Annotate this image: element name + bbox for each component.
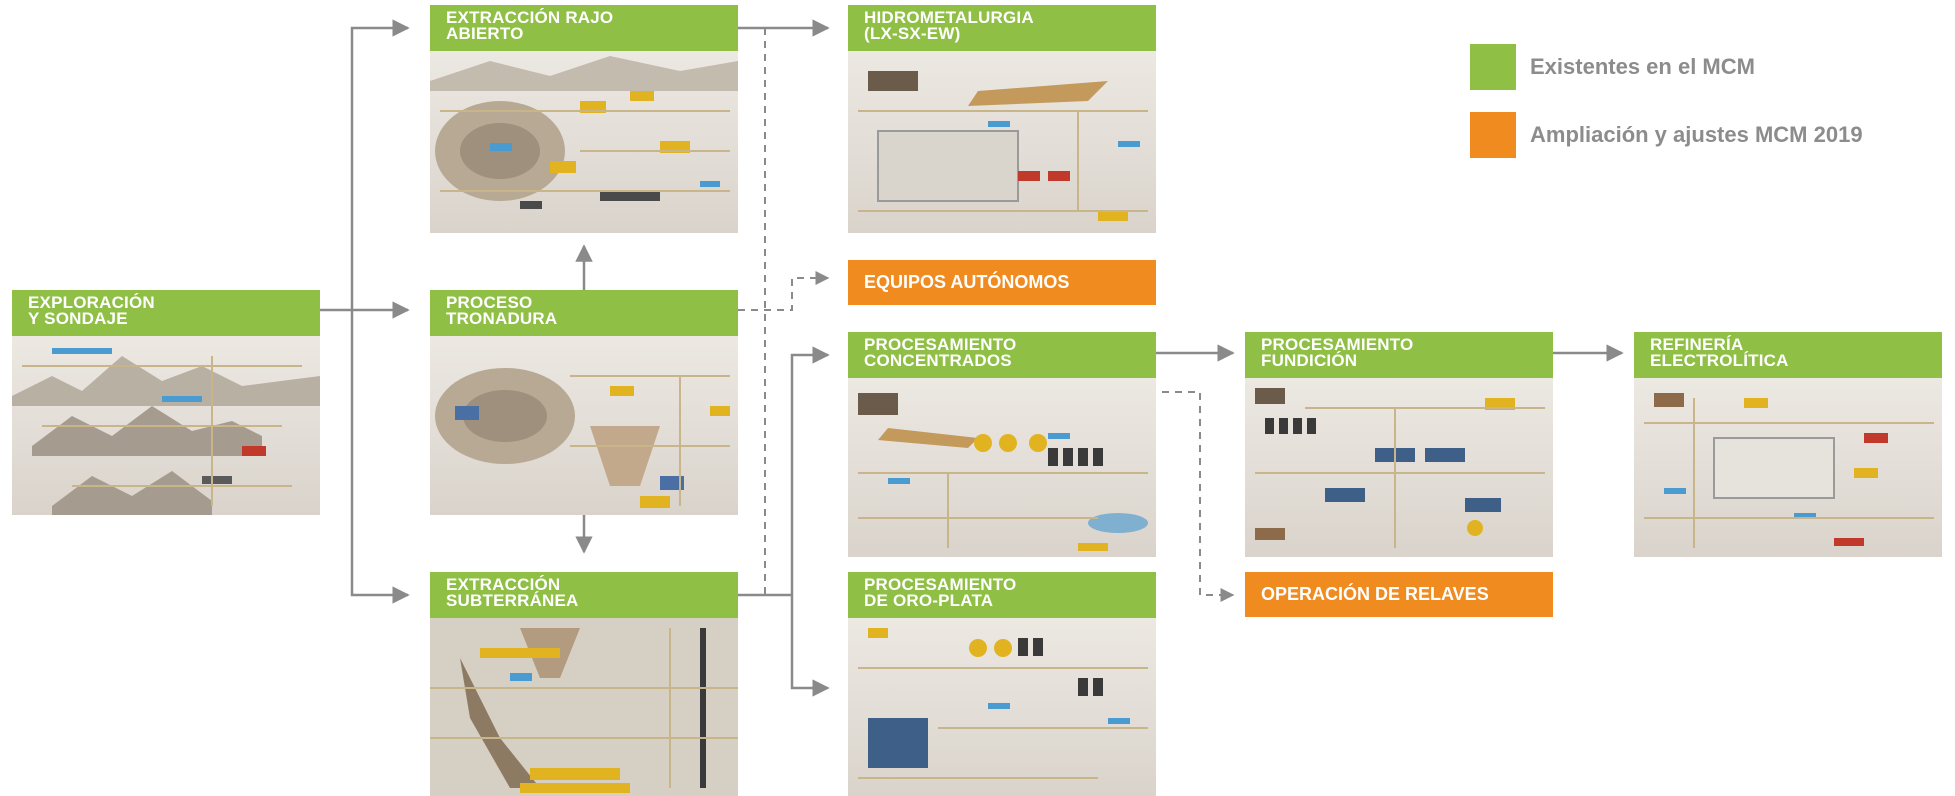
- dashed-tronadura-autonomos: [738, 271, 830, 311]
- legend-expansion: Ampliación y ajustes MCM 2019: [1470, 112, 1863, 158]
- node-hidro-illustration: [848, 51, 1156, 233]
- node-tronadura-title-1: PROCESO: [446, 293, 533, 312]
- node-tronadura-illustration: [430, 336, 738, 515]
- legend-existing: Existentes en el MCM: [1470, 44, 1755, 90]
- legend-existing-swatch: [1470, 44, 1516, 90]
- node-subterranea-illustration: [430, 618, 738, 796]
- node-concentrados-header: PROCESAMIENTO CONCENTRADOS: [848, 332, 1156, 378]
- legend-existing-label: Existentes en el MCM: [1530, 54, 1755, 79]
- node-fundicion-header: PROCESAMIENTO FUNDICIÓN: [1245, 332, 1553, 378]
- node-hidro-title-1: HIDROMETALURGIA: [864, 8, 1034, 27]
- arrow-exploracion-subterranea: [350, 310, 410, 604]
- legend-expansion-swatch: [1470, 112, 1516, 158]
- node-exploracion-title-2: Y SONDAJE: [28, 309, 128, 328]
- node-exploracion-header: EXPLORACIÓN Y SONDAJE: [12, 290, 320, 336]
- arrow-to-concentrados: [790, 346, 830, 595]
- node-rajo-header: EXTRACCIÓN RAJO ABIERTO: [430, 5, 738, 51]
- node-oroplata-title-1: PROCESAMIENTO: [864, 575, 1017, 594]
- node-fundicion[interactable]: PROCESAMIENTO FUNDICIÓN: [1245, 332, 1553, 557]
- node-fundicion-title-1: PROCESAMIENTO: [1261, 335, 1414, 354]
- node-refineria-title-2: ELECTROLÍTICA: [1650, 351, 1789, 370]
- node-exploracion-illustration: [12, 336, 320, 515]
- node-refineria-title-1: REFINERÍA: [1650, 335, 1744, 354]
- node-concentrados-title-2: CONCENTRADOS: [864, 351, 1012, 370]
- node-exploracion-title-1: EXPLORACIÓN: [28, 293, 155, 312]
- node-rajo-title-1: EXTRACCIÓN RAJO: [446, 8, 614, 27]
- node-rajo-title-2: ABIERTO: [446, 24, 524, 43]
- node-concentrados[interactable]: PROCESAMIENTO CONCENTRADOS: [848, 332, 1156, 557]
- arrow-exploracion-rajo: [350, 19, 410, 310]
- node-refineria[interactable]: REFINERÍA ELECTROLÍTICA: [1634, 332, 1942, 557]
- node-concentrados-title-1: PROCESAMIENTO: [864, 335, 1017, 354]
- node-oroplata[interactable]: PROCESAMIENTO DE ORO-PLATA: [848, 572, 1156, 796]
- node-subterranea-header: EXTRACCIÓN SUBTERRÁNEA: [430, 572, 738, 618]
- node-exploracion[interactable]: EXPLORACIÓN Y SONDAJE: [12, 290, 320, 515]
- node-oroplata-header: PROCESAMIENTO DE ORO-PLATA: [848, 572, 1156, 618]
- node-hidro-header: HIDROMETALURGIA (LX-SX-EW): [848, 5, 1156, 51]
- node-rajo-illustration: [430, 51, 738, 233]
- node-subterranea[interactable]: EXTRACCIÓN SUBTERRÁNEA: [430, 572, 738, 796]
- dashed-concentrados-relaves: [1162, 391, 1235, 602]
- node-hidro-title-2: (LX-SX-EW): [864, 24, 961, 43]
- node-fundicion-title-2: FUNDICIÓN: [1261, 351, 1358, 370]
- node-concentrados-illustration: [848, 378, 1156, 557]
- node-rajo[interactable]: EXTRACCIÓN RAJO ABIERTO: [430, 5, 738, 233]
- node-relaves[interactable]: OPERACIÓN DE RELAVES: [1245, 572, 1553, 617]
- node-refineria-header: REFINERÍA ELECTROLÍTICA: [1634, 332, 1942, 378]
- node-tronadura[interactable]: PROCESO TRONADURA: [430, 290, 738, 515]
- node-tronadura-title-2: TRONADURA: [446, 309, 558, 328]
- node-hidro[interactable]: HIDROMETALURGIA (LX-SX-EW): [848, 5, 1156, 233]
- node-oroplata-title-2: DE ORO-PLATA: [864, 591, 994, 610]
- legend-expansion-label: Ampliación y ajustes MCM 2019: [1530, 122, 1863, 147]
- node-subterranea-title-2: SUBTERRÁNEA: [446, 591, 579, 610]
- node-subterranea-title-1: EXTRACCIÓN: [446, 575, 561, 594]
- node-fundicion-illustration: [1245, 378, 1553, 557]
- node-tronadura-header: PROCESO TRONADURA: [430, 290, 738, 336]
- arrow-to-oroplata: [790, 595, 830, 697]
- node-oroplata-illustration: [848, 618, 1156, 796]
- node-autonomos[interactable]: EQUIPOS AUTÓNOMOS: [848, 260, 1156, 305]
- node-refineria-illustration: [1634, 378, 1942, 557]
